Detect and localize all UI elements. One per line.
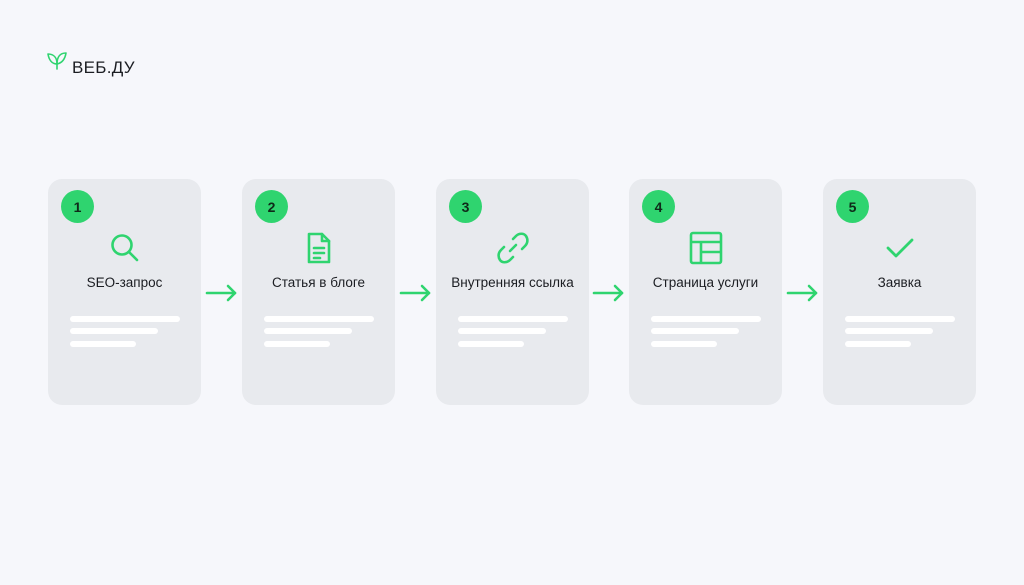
step-title: Заявка [877, 275, 922, 290]
arrow-right-icon [786, 283, 820, 303]
placeholder-line [458, 328, 546, 334]
placeholder-line [845, 316, 955, 322]
arrow-right-icon [399, 283, 433, 303]
logo: ВЕБ.ДУ [46, 44, 135, 78]
placeholder-line [845, 341, 911, 347]
step-title: Внутренняя ссылка [451, 275, 574, 290]
placeholder-line [458, 341, 524, 347]
link-icon [496, 231, 530, 265]
arrow-right-icon [205, 283, 239, 303]
step-number-badge: 4 [642, 190, 675, 223]
step-number-badge: 2 [255, 190, 288, 223]
placeholder-line [70, 341, 136, 347]
step-card-2: 2 Статья в блоге [242, 179, 395, 405]
placeholder-line [651, 341, 717, 347]
checkmark-icon [883, 231, 917, 265]
arrow-right-icon [592, 283, 626, 303]
placeholder-line [651, 316, 761, 322]
step-card-4: 4 Страница услуги [629, 179, 782, 405]
placeholder-line [845, 328, 933, 334]
search-icon [108, 231, 142, 265]
placeholder-line [458, 316, 568, 322]
step-title: Страница услуги [652, 275, 759, 290]
step-card-5: 5 Заявка [823, 179, 976, 405]
brand-name: ВЕБ.ДУ [72, 58, 135, 77]
placeholder-line [264, 316, 374, 322]
placeholder-line [70, 316, 180, 322]
step-number-badge: 1 [61, 190, 94, 223]
placeholder-line [651, 328, 739, 334]
leaf-icon [46, 51, 68, 71]
step-card-3: 3 Внутренняя ссылка [436, 179, 589, 405]
step-title: Статья в блоге [272, 275, 365, 290]
placeholder-line [70, 328, 158, 334]
placeholder-line [264, 328, 352, 334]
step-card-1: 1 SEO-запрос [48, 179, 201, 405]
step-number-badge: 5 [836, 190, 869, 223]
placeholder-line [264, 341, 330, 347]
step-title: SEO-запрос [86, 275, 163, 290]
step-number-badge: 3 [449, 190, 482, 223]
document-icon [302, 231, 336, 265]
layout-icon [689, 231, 723, 265]
